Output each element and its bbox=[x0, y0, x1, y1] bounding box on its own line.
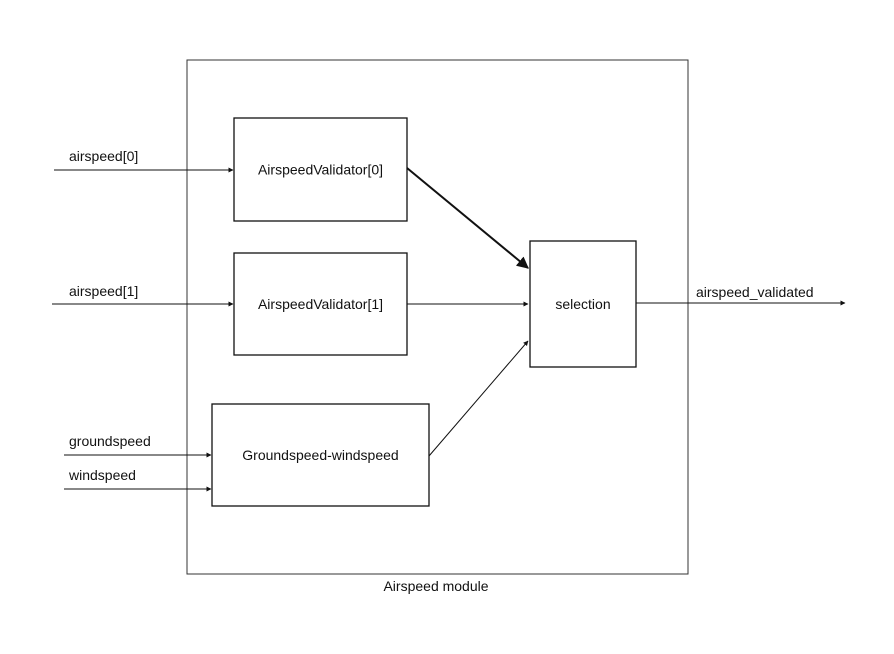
input-airspeed0: airspeed[0] bbox=[54, 148, 234, 173]
input-groundspeed-label: groundspeed bbox=[69, 433, 151, 449]
groundspeed-windspeed-label: Groundspeed-windspeed bbox=[242, 447, 398, 463]
output-airspeed-validated: airspeed_validated bbox=[636, 284, 846, 306]
input-windspeed: windspeed bbox=[64, 467, 212, 492]
validator0-block: AirspeedValidator[0] bbox=[233, 117, 408, 222]
validator0-label: AirspeedValidator[0] bbox=[258, 162, 383, 178]
input-windspeed-label: windspeed bbox=[68, 467, 136, 483]
selection-label: selection bbox=[555, 296, 610, 312]
input-groundspeed: groundspeed bbox=[64, 433, 212, 458]
input-airspeed1: airspeed[1] bbox=[52, 283, 234, 307]
groundspeed-windspeed-block: Groundspeed-windspeed bbox=[211, 403, 430, 507]
input-airspeed1-label: airspeed[1] bbox=[69, 283, 138, 299]
input-airspeed0-label: airspeed[0] bbox=[69, 148, 138, 164]
validator1-block: AirspeedValidator[1] bbox=[233, 252, 408, 356]
groundspeed-windspeed-to-selection-arrow bbox=[428, 340, 529, 457]
validator0-to-selection-arrow bbox=[406, 167, 529, 269]
selection-block: selection bbox=[529, 240, 637, 368]
module-boundary bbox=[186, 59, 689, 575]
module-label: Airspeed module bbox=[383, 578, 488, 594]
output-airspeed-validated-label: airspeed_validated bbox=[696, 284, 814, 300]
validator1-label: AirspeedValidator[1] bbox=[258, 296, 383, 312]
